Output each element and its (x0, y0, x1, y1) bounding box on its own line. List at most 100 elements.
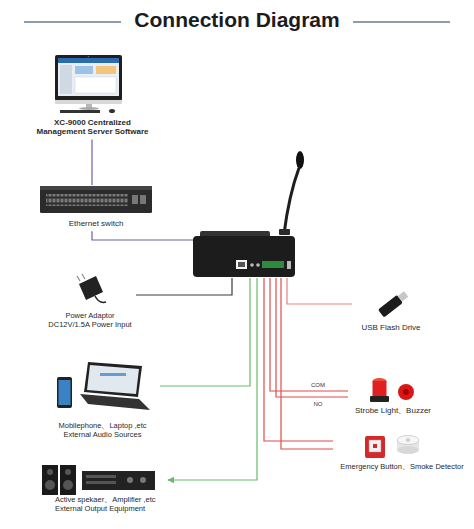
speaker-amplifier-icon-part (86, 481, 116, 484)
device-label: XC-9000 Centralized Management Server So… (35, 118, 150, 136)
speaker-amplifier-icon-part (127, 477, 133, 483)
alarm-button-smoke-icon-part (397, 446, 419, 454)
speaker-amplifier-icon-part (63, 480, 73, 490)
switch-icon-part (40, 186, 152, 213)
paging-console-icon-part (284, 168, 299, 234)
strobe-buzzer-icon-part (398, 384, 414, 400)
strobe-buzzer-icon-part (370, 396, 389, 402)
alarm-button-smoke-icon-part (369, 440, 381, 452)
device-label: Mobilephone、Laptop ,etc External Audio S… (45, 422, 160, 439)
switch-icon-part (46, 194, 128, 206)
alarm-button-smoke-icon-part (397, 436, 419, 445)
audio-source-node: Mobilephone、Laptop ,etc External Audio S… (45, 358, 160, 442)
computer-icon-part (96, 66, 116, 74)
signal-label: COM (310, 382, 326, 389)
switch-icon-part (40, 186, 152, 190)
computer-icon-part (75, 77, 116, 93)
power-adaptor-icon (77, 274, 106, 302)
diagram-title: Connection Diagram (0, 8, 474, 32)
speaker-amplifier-icon-part (140, 477, 146, 483)
usb-node: USB Flash Drive (352, 287, 430, 335)
title-rule-part (24, 21, 121, 22)
power-adaptor-icon-part (82, 274, 85, 279)
strobe-buzzer-icon-part (403, 389, 409, 395)
paging-console-icon-part (287, 261, 291, 269)
computer-icon-part (60, 65, 72, 94)
device-label: USB Flash Drive (352, 323, 430, 332)
computer-icon (55, 55, 122, 113)
speaker-amplifier-icon-part (42, 465, 58, 495)
computer-icon-part (109, 109, 115, 113)
speaker-amplifier-icon-part (47, 469, 53, 475)
wire-connector (92, 231, 193, 240)
speaker-amplifier-icon-part (45, 480, 55, 490)
speaker-amplifier-icon (42, 465, 155, 495)
power-adaptor-icon-part (95, 296, 106, 302)
paging-console-icon-part (262, 261, 284, 268)
power-adaptor-icon-part (77, 276, 80, 281)
wire-connector (270, 278, 348, 391)
wire-connector (287, 278, 352, 304)
paging-console-icon-part (238, 262, 245, 267)
phone-laptop-icon-part (80, 394, 150, 410)
computer-icon-part (88, 56, 90, 58)
alarm-button-smoke-icon-part (373, 444, 377, 448)
alarm-button-smoke-icon-part (365, 436, 385, 458)
computer-icon-part (79, 107, 99, 110)
speaker-amplifier-icon-part (65, 469, 71, 475)
alarm-input-node: Emergency Button、Smoke Detector (333, 430, 471, 475)
computer-icon-part (60, 110, 100, 113)
alarm-button-smoke-icon (365, 436, 419, 459)
paging-console-icon-part (279, 229, 290, 235)
computer-icon-part (58, 58, 119, 96)
usb-drive-icon-part (378, 295, 403, 318)
power-adaptor-icon-part (79, 276, 103, 300)
device-label: Strobe Light、Buzzer (348, 406, 438, 415)
computer-icon-part (55, 55, 122, 101)
phone-laptop-icon-part (57, 377, 72, 408)
computer-icon-part (58, 58, 119, 63)
switch-node: Ethernet switch (40, 185, 152, 231)
strobe-buzzer-icon-part (373, 381, 387, 396)
power-node: Power Adaptor DC12V/1.5A Power Input (44, 272, 136, 332)
title-rule-part (353, 21, 450, 22)
wire-connector (160, 278, 250, 386)
device-label: Ethernet switch (40, 219, 152, 228)
phone-laptop-icon-part (87, 365, 139, 394)
signal-label: NO (313, 401, 324, 408)
speaker-amplifier-icon-part (60, 465, 76, 495)
wire-connector (264, 278, 333, 441)
strobe-node: Strobe Light、Buzzer (348, 374, 438, 418)
usb-drive-icon (378, 290, 409, 318)
switch-icon-part (132, 195, 138, 204)
device-label: Active spekaer、Amplifier ,etc External O… (55, 496, 168, 513)
paging-console-icon-part (256, 263, 260, 267)
alarm-button-smoke-icon-part (406, 438, 410, 442)
console-node (193, 232, 295, 278)
wire-connector (168, 278, 257, 480)
speaker-amplifier-icon-part (82, 471, 155, 490)
strobe-buzzer-icon (370, 378, 414, 402)
wire-connector (276, 278, 348, 397)
paging-console-icon-part (193, 236, 295, 277)
device-label: Power Adaptor DC12V/1.5A Power Input (44, 312, 136, 329)
phone-laptop-icon-part (59, 380, 71, 405)
wire-connector (91, 139, 92, 185)
server-software-node: XC-9000 Centralized Management Server So… (35, 52, 150, 139)
speaker-amplifier-icon-part (86, 475, 116, 478)
switch-icon-part (140, 195, 146, 204)
usb-drive-icon-part (398, 291, 409, 301)
paging-console-icon-part (250, 263, 254, 267)
paging-console-icon-part (236, 260, 247, 269)
phone-laptop-icon-part (100, 373, 126, 376)
output-node: Active spekaer、Amplifier ,etc External O… (38, 460, 168, 516)
wire-connector (136, 278, 232, 295)
paging-console-icon (193, 151, 304, 277)
wire-connector (281, 278, 333, 449)
phone-laptop-icon-part (84, 362, 142, 397)
paging-console-icon-part (296, 151, 304, 169)
switch-icon (40, 186, 152, 213)
